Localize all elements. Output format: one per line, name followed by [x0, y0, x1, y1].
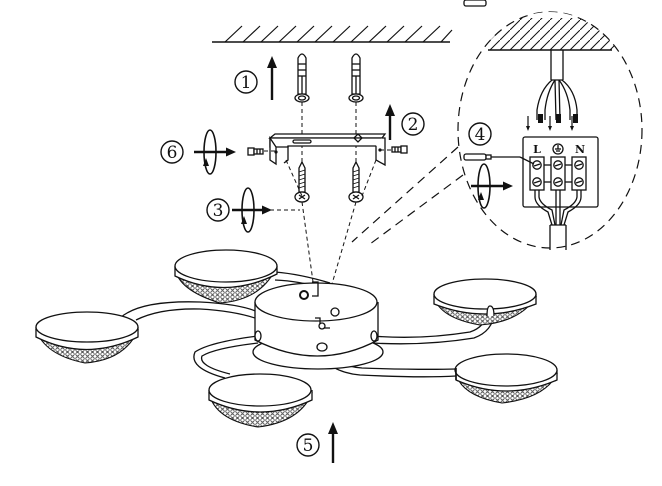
- step-3-badge: [206, 198, 230, 222]
- rotate-clockwise-icon: [232, 187, 272, 233]
- wall-plug-right: [348, 53, 364, 103]
- side-screw-left: [247, 147, 264, 156]
- earth-icon: [552, 143, 564, 155]
- screw-left: [294, 160, 310, 203]
- step-3: 3: [206, 187, 272, 233]
- step-5: 5: [296, 422, 338, 463]
- mounting-bracket: [268, 133, 387, 167]
- rotate-clockwise-icon: [194, 129, 236, 175]
- up-arrow-icon: [385, 104, 395, 140]
- supply-cable: [536, 50, 578, 123]
- lamp-shade: [208, 373, 313, 428]
- canopy: [254, 281, 379, 357]
- step-2-badge: [401, 112, 425, 136]
- step-4: 4: [468, 122, 513, 209]
- step-4-number: 4: [475, 125, 486, 145]
- wall-plug-left: [294, 53, 310, 103]
- lamp-shade: [35, 311, 139, 364]
- wiring-detail: L N: [457, 0, 643, 250]
- step-2: 2: [385, 104, 425, 140]
- step-1: 1: [234, 56, 277, 100]
- ceiling: [212, 25, 453, 43]
- step-6-badge: [160, 140, 184, 164]
- step-1-number: 1: [241, 73, 252, 93]
- step-3-number: 3: [213, 201, 224, 221]
- detail-callout-lines: [351, 146, 464, 245]
- up-arrow-icon: [267, 56, 277, 100]
- screw-right: [348, 160, 364, 203]
- light-fixture: [35, 249, 558, 428]
- rotate-clockwise-icon: [471, 163, 513, 209]
- step-6: 6: [160, 129, 236, 175]
- lamp-shade: [174, 249, 278, 304]
- lamp-shade: [454, 353, 558, 404]
- terminal-screws: [532, 160, 584, 187]
- lamp-shade: [433, 278, 538, 326]
- terminal-block: L N: [522, 136, 599, 250]
- screwdriver-icon: [463, 0, 535, 165]
- terminal-label-l: L: [533, 143, 541, 156]
- step-5-number: 5: [303, 436, 314, 456]
- terminal-label-n: N: [575, 143, 585, 156]
- step-2-number: 2: [408, 115, 419, 135]
- step-5-badge: [296, 433, 320, 457]
- up-arrow-icon: [328, 422, 338, 463]
- step-1-badge: [234, 70, 258, 94]
- step-4-badge: [468, 122, 492, 146]
- step-6-number: 6: [167, 143, 178, 163]
- side-screw-right: [391, 145, 408, 154]
